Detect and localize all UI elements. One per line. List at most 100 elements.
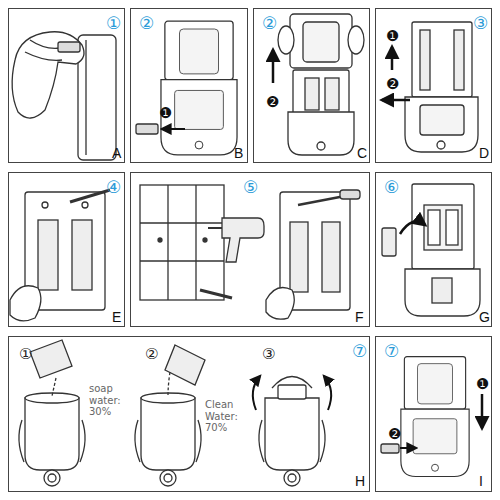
panel-h-art <box>135 420 140 462</box>
panel-a-art <box>25 52 62 60</box>
panel-f-art <box>340 190 360 199</box>
panel-h-art <box>165 345 205 385</box>
panel-h-art <box>141 398 195 470</box>
panel-g-art <box>382 228 396 256</box>
panel-h-art <box>160 470 176 486</box>
panel-letter: F <box>355 309 364 325</box>
instruction-panel: ① ② ③ ⑦ soap water: 30% Clean Water: 70% H <box>8 336 370 492</box>
panel-h-art <box>265 398 319 470</box>
panel-f-art <box>140 185 360 319</box>
panel-h-art <box>278 385 306 399</box>
panel-e-art <box>72 220 92 290</box>
instruction-panel: ② ❶ B <box>130 8 248 163</box>
panel-b-art <box>136 124 158 134</box>
panel-a-art <box>30 40 60 48</box>
panel-d-art <box>454 30 464 90</box>
panel-h-art <box>19 340 331 486</box>
arrow-step-number: ❷ <box>386 75 399 93</box>
panel-c-art <box>288 112 354 155</box>
panel-b-art <box>136 21 237 155</box>
panel-c-art <box>278 26 294 54</box>
panel-g-art <box>382 184 480 316</box>
panel-g-art <box>446 210 458 245</box>
instruction-panel: ⑥G <box>375 172 492 327</box>
step-number: ② <box>139 13 154 33</box>
panel-letter: A <box>112 145 121 161</box>
panel-letter: H <box>355 473 365 489</box>
panel-f-art <box>266 288 294 320</box>
panel-c-art <box>290 14 352 68</box>
panel-h-art <box>19 420 24 462</box>
panel-g-art <box>412 184 474 269</box>
panel-h-art <box>80 420 85 462</box>
panel-letter: D <box>479 145 489 161</box>
panel-i-art <box>381 357 482 477</box>
panel-a-art <box>12 32 116 160</box>
panel-f-art <box>140 185 224 300</box>
panel-letter: E <box>112 309 121 325</box>
panel-b-art <box>162 128 185 130</box>
panel-c-art <box>348 26 364 54</box>
panel-g-art <box>400 222 425 234</box>
instruction-panel: ④E <box>8 172 125 327</box>
mixing-note: soap water: 30% <box>89 383 127 418</box>
panel-c-art <box>317 142 325 150</box>
panel-f-art <box>158 238 162 242</box>
panel-letter: C <box>357 145 367 161</box>
step-number: ⑤ <box>243 177 258 197</box>
panel-g-art <box>432 278 452 303</box>
panel-d-art <box>391 47 394 70</box>
panel-i-art <box>400 447 416 449</box>
arrow-step-number: ❶ <box>159 104 172 122</box>
sub-step-number: ① <box>19 345 32 363</box>
panel-a-art <box>58 42 80 52</box>
panel-c-art <box>293 70 349 114</box>
panel-c-art <box>273 14 364 155</box>
panel-h-art <box>44 470 60 486</box>
panel-e-art <box>38 220 58 290</box>
panel-letter: B <box>234 145 243 161</box>
panel-d-art <box>420 30 430 90</box>
step-number: ① <box>106 13 121 33</box>
sub-step-number: ② <box>145 345 158 363</box>
step-number: ② <box>262 13 277 33</box>
panel-h-art <box>196 420 201 462</box>
panel-f-art <box>208 227 222 229</box>
panel-g-art <box>405 269 480 316</box>
mixing-note: Clean Water: 70% <box>205 399 247 434</box>
panel-d-art <box>412 22 472 97</box>
panel-i-art <box>381 444 399 453</box>
arrow-step-number: ❶ <box>386 27 399 45</box>
panel-g-art <box>424 205 462 250</box>
panel-f-art <box>298 196 345 205</box>
panel-g-art <box>428 210 440 245</box>
panel-d-art <box>382 99 410 102</box>
panel-letter: I <box>479 473 483 489</box>
panel-e-art <box>10 190 110 321</box>
panel-h-art <box>320 420 325 462</box>
step-number: ⑥ <box>384 177 399 197</box>
panel-e-art <box>82 202 88 208</box>
panel-b-art <box>161 21 237 155</box>
panel-e-art <box>70 190 110 202</box>
step-number: ③ <box>473 13 488 33</box>
panel-h-art <box>288 474 296 482</box>
panel-d-art <box>382 22 478 152</box>
sub-step-number: ③ <box>262 345 275 363</box>
panel-h-art <box>272 377 312 389</box>
panel-h-art <box>168 372 170 396</box>
panel-h-art <box>25 398 79 470</box>
panel-h-art <box>164 474 172 482</box>
panel-h-art <box>284 470 300 486</box>
step-number: ④ <box>106 177 121 197</box>
panel-c-art <box>272 50 275 83</box>
panel-f-art <box>222 218 264 262</box>
panel-h-art <box>259 420 264 462</box>
panel-h-art <box>324 376 331 410</box>
panel-d-art <box>437 141 445 149</box>
panel-i-art <box>401 357 469 477</box>
step-number: ⑦ <box>352 341 367 361</box>
